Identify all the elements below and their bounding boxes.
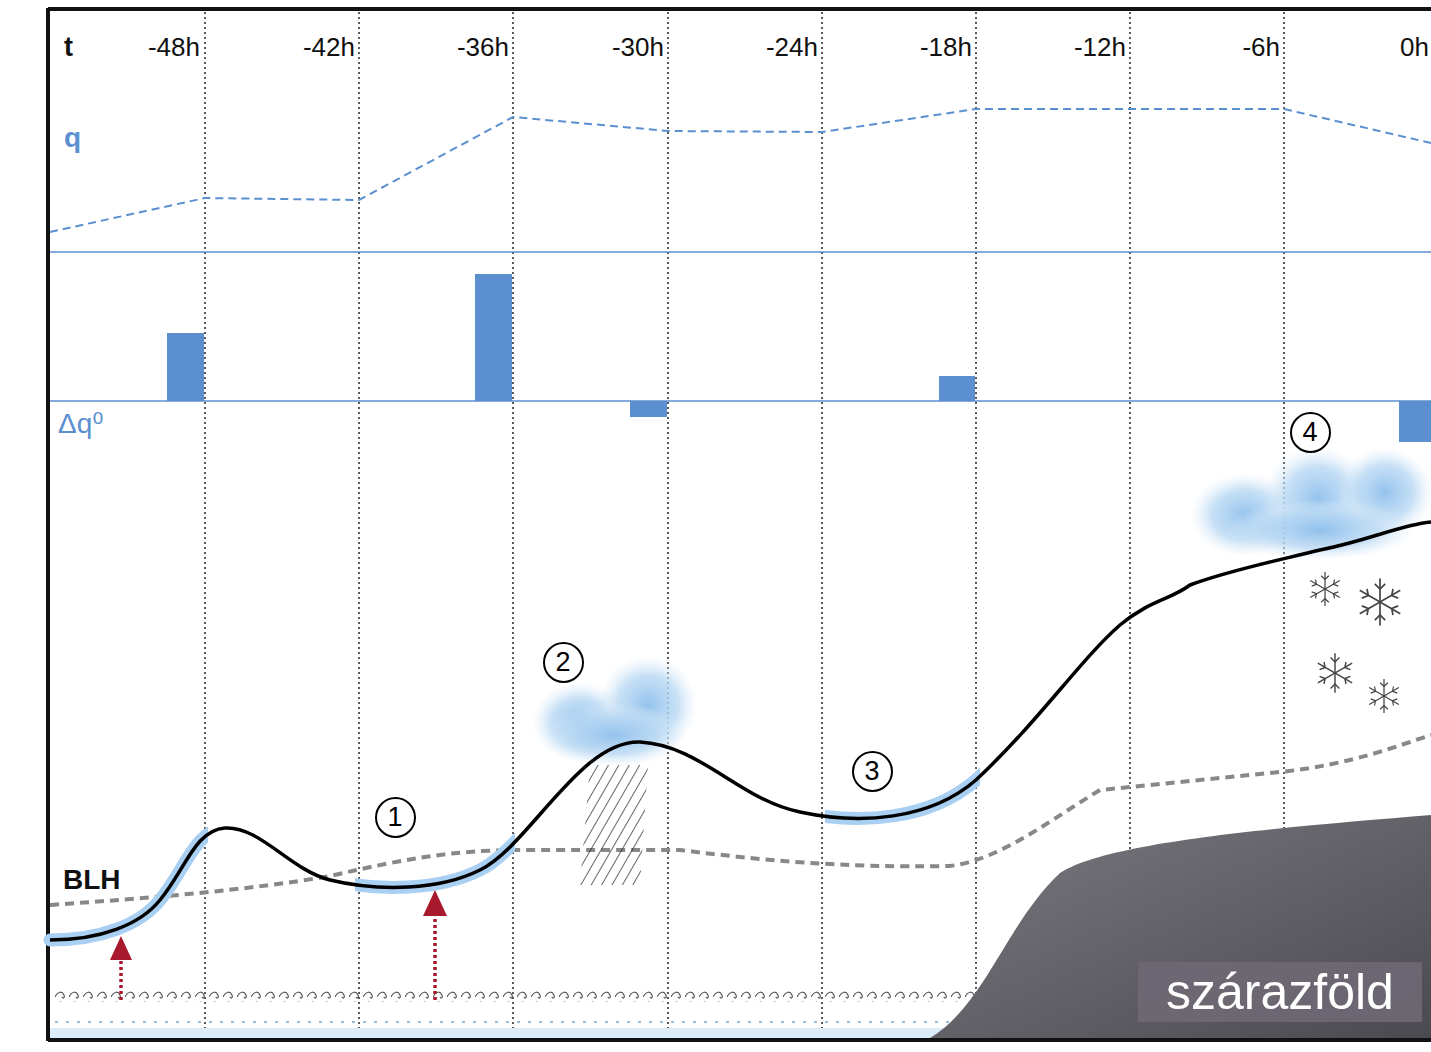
time-tick: 0h: [1400, 34, 1429, 60]
region-name: szárazföld: [1166, 967, 1394, 1017]
callout-circle: 4: [1290, 412, 1331, 453]
callout-number: 2: [555, 649, 570, 676]
callout-circle: 1: [375, 797, 416, 838]
boundary-layer-label: BLH: [63, 866, 121, 894]
time-tick: -12h: [1074, 34, 1126, 60]
time-tick: -30h: [612, 34, 664, 60]
panel-lines: [50, 252, 1431, 401]
sea-waves: [55, 990, 980, 1002]
rain-hatching: [580, 765, 648, 885]
cloud-4: [1190, 446, 1431, 560]
humidity-line: [50, 109, 1431, 232]
callout-number: 3: [864, 758, 879, 785]
humidity-label: q: [64, 124, 81, 152]
time-tick: -42h: [303, 34, 355, 60]
time-tick: -24h: [766, 34, 818, 60]
land-label-box: szárazföld: [1138, 962, 1422, 1022]
time-tick: -6h: [1242, 34, 1280, 60]
time-tick: -36h: [457, 34, 509, 60]
humidity-change-label: Δq⁰: [58, 410, 104, 438]
evaporation-arrows: [110, 890, 447, 1000]
callout-number: 1: [387, 804, 402, 831]
frame: [48, 8, 1431, 1041]
callout-number: 4: [1302, 419, 1317, 446]
time-tick: -48h: [148, 34, 200, 60]
callout-circle: 2: [543, 642, 584, 683]
boundary-layer-line: [50, 735, 1431, 905]
sea-floor: [50, 1028, 960, 1038]
trajectory-line: [50, 522, 1431, 940]
delta-bars: [167, 274, 1431, 442]
callout-circle: 3: [852, 751, 893, 792]
time-tick: -18h: [920, 34, 972, 60]
snowflakes: [1310, 572, 1400, 713]
uptake-highlight: [50, 522, 1431, 940]
time-axis-label: t: [64, 34, 73, 61]
sea-surface: [55, 1021, 960, 1023]
